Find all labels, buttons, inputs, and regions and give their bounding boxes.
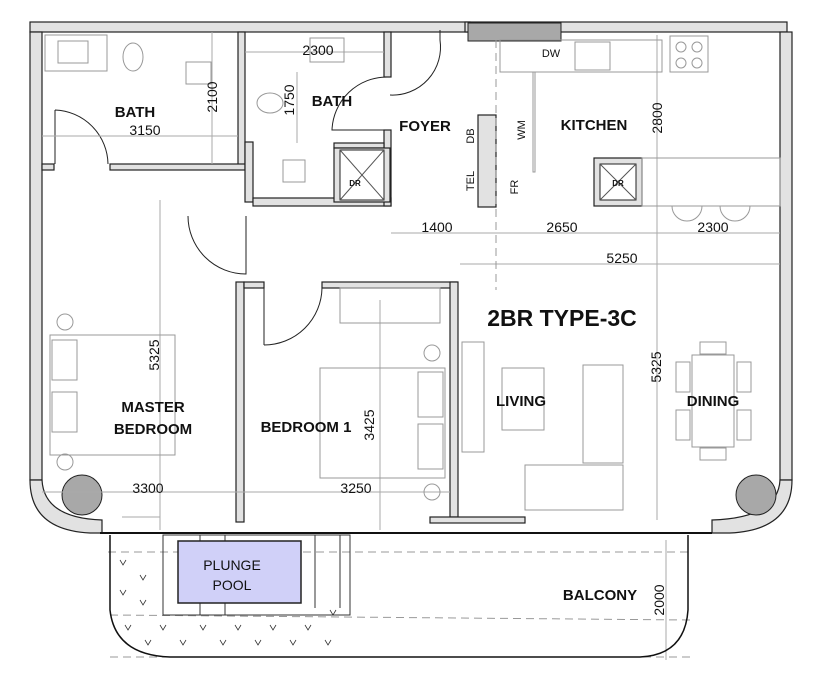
dimension-label: 3425 (361, 409, 377, 440)
room-label-master-bedroom: MASTER (121, 399, 185, 416)
room-label-bedroom-1: BEDROOM 1 (261, 419, 352, 436)
dimension-label: 2300 (697, 219, 728, 235)
doors (54, 30, 442, 346)
room-label-bath: BATH (312, 93, 353, 110)
column (61, 474, 103, 516)
dimension-label: 5325 (146, 339, 162, 370)
room-label-master-bedroom: BEDROOM (114, 421, 192, 438)
dimension-labels: 3150 2100 2300 1750 2800 1400 2650 2300 … (129, 42, 728, 616)
dimension-label: 2800 (649, 102, 665, 133)
fixture-label-db: DB (465, 128, 477, 143)
dimension-label: 5250 (606, 250, 637, 266)
dimension-label: 2300 (302, 42, 333, 58)
room-label-balcony: BALCONY (563, 587, 637, 604)
room-label-dining: DINING (687, 393, 740, 410)
room-labels: BATH BATH FOYER KITCHEN MASTER BEDROOM B… (114, 93, 739, 604)
interior-walls (41, 31, 643, 524)
dimension-label: 2650 (546, 219, 577, 235)
room-label-living: LIVING (496, 393, 546, 410)
fixture-label-wm: WM (516, 120, 528, 140)
window-panel (467, 22, 562, 42)
fixture-labels: DW DB TEL WM FR DR DR (349, 48, 624, 194)
dimension-label: 3250 (340, 480, 371, 496)
room-label-bath: BATH (115, 104, 156, 121)
room-label-plunge-pool: POOL (213, 577, 252, 593)
exterior-walls (29, 21, 793, 534)
dimension-label: 1750 (281, 84, 297, 115)
fixture-label-tel: TEL (465, 171, 477, 191)
dimension-label: 1400 (421, 219, 452, 235)
dimension-label: 2000 (651, 584, 667, 615)
balcony (109, 534, 689, 658)
fixture-label-dr: DR (612, 179, 624, 188)
fixture-label-dr: DR (349, 179, 361, 188)
dimension-lines (42, 32, 780, 660)
room-label-foyer: FOYER (399, 118, 451, 135)
unit-title: 2BR TYPE-3C (487, 305, 637, 331)
column (735, 474, 777, 516)
dimension-label: 5325 (648, 351, 664, 382)
fixture-label-fr: FR (509, 180, 521, 195)
plunge-pool (177, 540, 302, 604)
fixture-label-dw: DW (542, 48, 561, 60)
room-label-kitchen: KITCHEN (561, 117, 628, 134)
furniture (44, 34, 781, 511)
dimension-label: 2100 (204, 81, 220, 112)
dimension-label: 3150 (129, 122, 160, 138)
dimension-label: 3300 (132, 480, 163, 496)
room-label-plunge-pool: PLUNGE (203, 557, 261, 573)
